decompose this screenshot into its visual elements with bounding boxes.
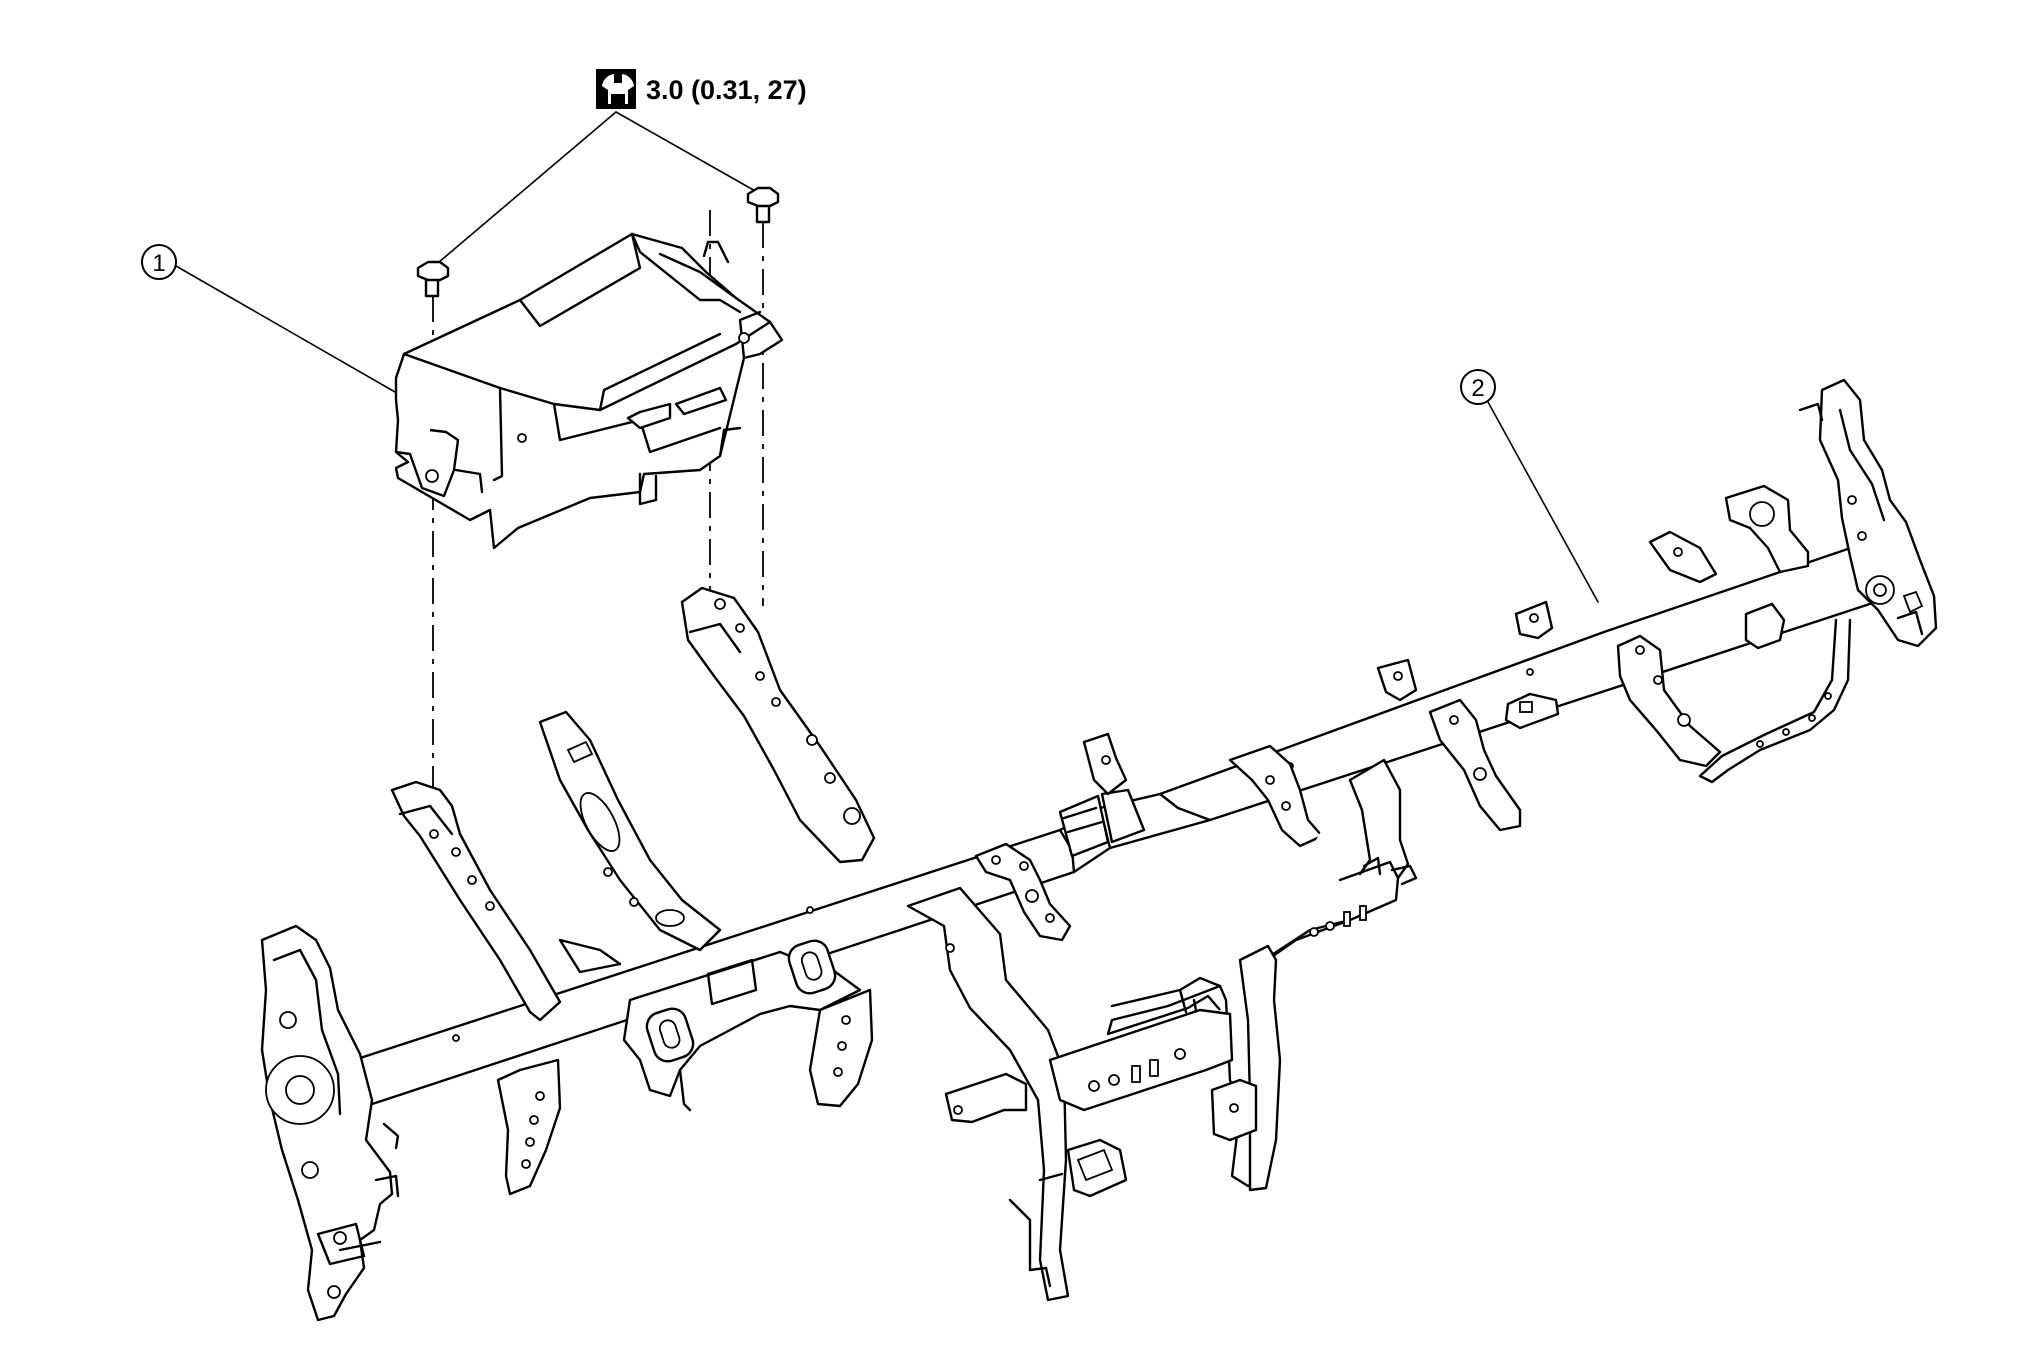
tube-tab-a: [1376, 658, 1418, 702]
callout-leader: [175, 265, 396, 393]
tube-tab-d: [1648, 530, 1718, 584]
right-rib-bracket: [1428, 698, 1522, 832]
callout-circle: [141, 244, 177, 280]
upper-tab-bracket: [1082, 732, 1128, 796]
torque-leader-right: [615, 111, 758, 193]
torque-spec: 3.0 (0.31, 27): [431, 69, 807, 269]
center-curved-bracket-1: [974, 842, 1072, 942]
tube-tab-c: [1504, 692, 1560, 730]
tube-joint: [1058, 788, 1146, 858]
center-plate: [622, 939, 862, 1112]
callout-leader: [1487, 401, 1599, 603]
lower-center-bracket: [1048, 1008, 1234, 1198]
callout-number: 1: [152, 250, 165, 277]
right-lower-bracket: [1616, 634, 1722, 768]
lower-left-bracket: [944, 1072, 1028, 1124]
center-down-bracket: [906, 886, 1070, 1302]
bolt-right: [746, 186, 780, 224]
torque-leader-left: [431, 111, 617, 269]
callout-1: 1: [141, 244, 396, 393]
torque-wrench-icon: [596, 69, 636, 109]
callout-2: 2: [1460, 369, 1599, 603]
left-support-bracket: [390, 780, 562, 1196]
left-end-bracket: [260, 924, 400, 1322]
tube-tab-b: [1514, 600, 1554, 640]
part-1-module-box: [394, 232, 784, 550]
right-mount-bracket: [1210, 944, 1282, 1192]
part-2-steering-member: [260, 378, 1938, 1322]
callout-circle: [1460, 369, 1496, 405]
torque-value-label: 3.0 (0.31, 27): [646, 75, 807, 105]
callout-number: 2: [1471, 375, 1484, 402]
bolt-left: [416, 260, 450, 298]
center-support-bracket: [680, 586, 876, 1108]
right-end-bracket: [1798, 378, 1938, 648]
right-curved-bracket: [1698, 484, 1852, 784]
center-left-bracket: [538, 710, 722, 974]
